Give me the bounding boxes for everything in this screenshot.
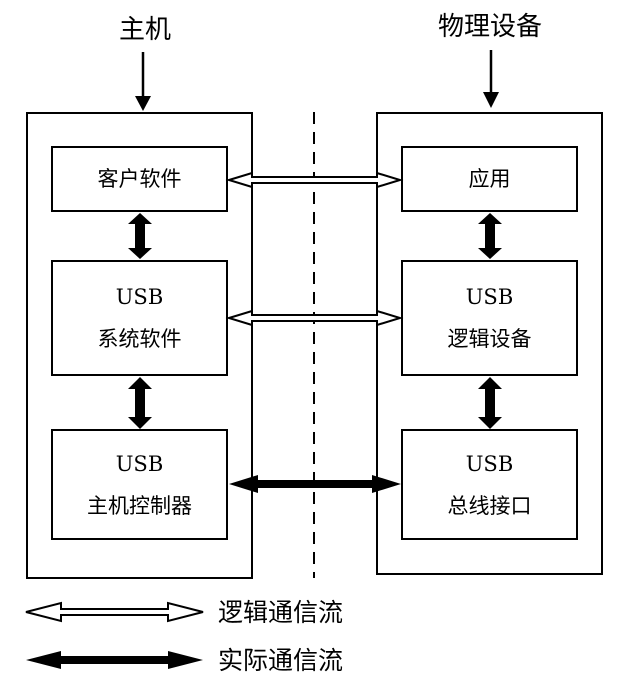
host-layer-usb-host-controller: USB 主机控制器 <box>51 429 228 540</box>
layer-label: USB <box>465 285 514 309</box>
layer-label: USB <box>115 451 164 476</box>
legend-logical-arrow-icon <box>25 601 204 623</box>
legend-actual-arrow-icon <box>26 651 203 669</box>
device-layer-usb-logical-device: USB 逻辑设备 <box>401 260 578 376</box>
layer-label: 应用 <box>468 167 511 191</box>
actual-link-arrow <box>229 475 401 493</box>
host-down-arrow <box>135 52 151 111</box>
host-vertical-arrow-2 <box>128 377 152 429</box>
host-title: 主机 <box>118 15 171 45</box>
layer-label: 客户软件 <box>97 167 182 191</box>
device-layer-application: 应用 <box>401 146 578 212</box>
device-vertical-arrow-1 <box>478 213 502 259</box>
layer-label: 主机控制器 <box>87 493 192 518</box>
device-vertical-arrow-2 <box>478 377 502 429</box>
host-layer-usb-system-software: USB 系统软件 <box>51 260 228 376</box>
host-layer-client-software: 客户软件 <box>51 146 228 212</box>
host-vertical-arrow-1 <box>128 213 152 259</box>
layer-label: USB <box>115 285 164 309</box>
device-down-arrow <box>483 50 499 108</box>
legend-actual-label: 实际通信流 <box>218 646 344 675</box>
layer-label: USB <box>465 451 514 476</box>
logical-link-arrow-2 <box>225 309 404 327</box>
legend-logical-label: 逻辑通信流 <box>218 598 344 627</box>
layer-label: 系统软件 <box>97 327 182 351</box>
layer-label: 逻辑设备 <box>447 327 532 351</box>
device-title: 物理设备 <box>437 12 542 42</box>
device-layer-usb-bus-interface: USB 总线接口 <box>401 429 578 540</box>
layer-label: 总线接口 <box>447 493 532 518</box>
logical-link-arrow-1 <box>225 171 404 189</box>
